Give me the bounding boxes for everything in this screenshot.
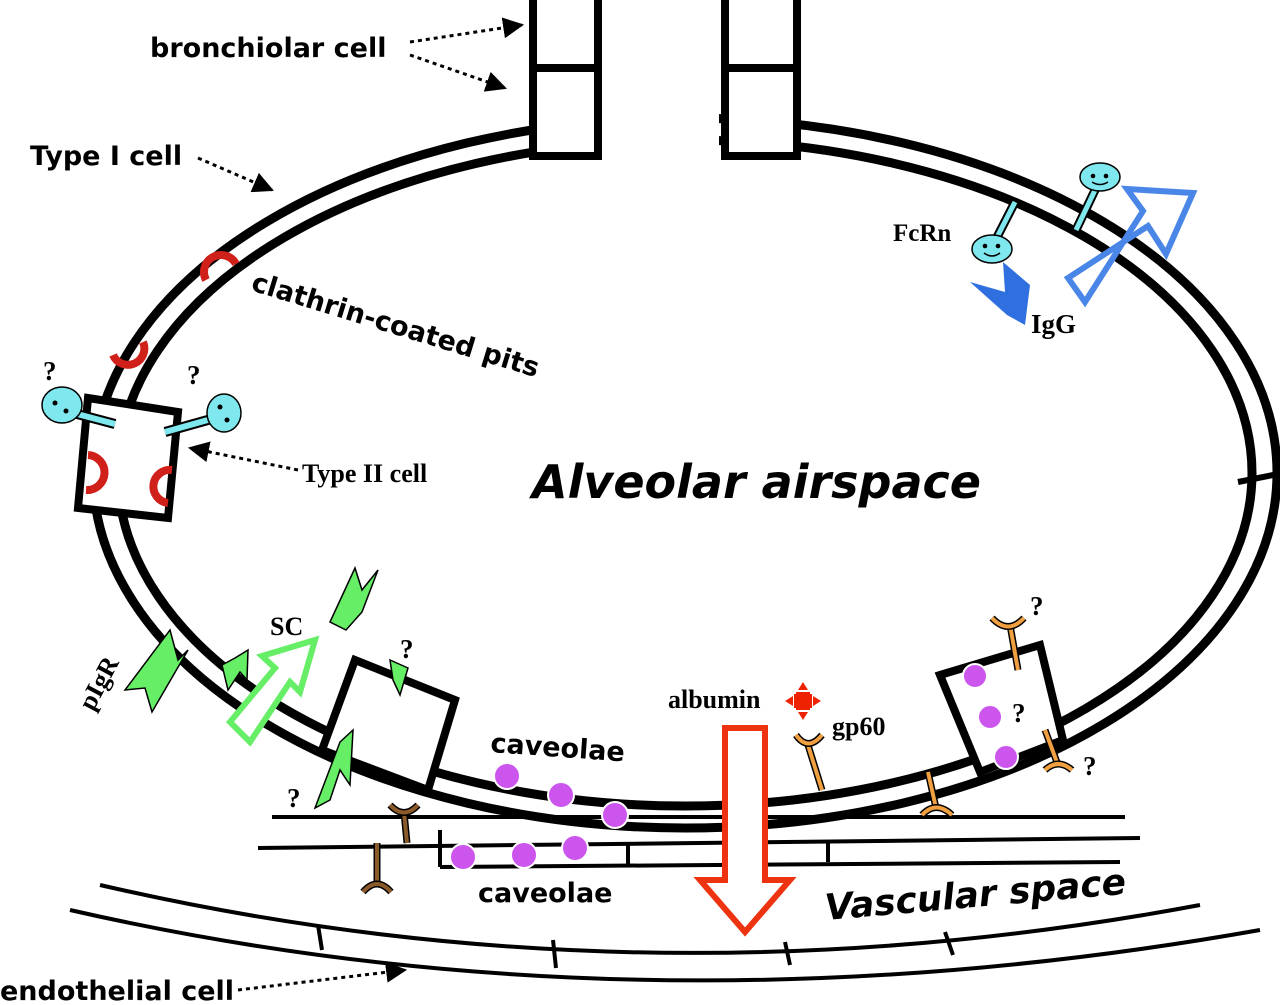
clathrin-pit-4 — [149, 465, 173, 507]
pigr-receptor-2 — [221, 648, 249, 692]
endothelium-mid — [439, 860, 1121, 869]
gp60-receptor-3 — [1041, 728, 1075, 773]
arrow-type-ii — [187, 441, 299, 472]
arrow-endothelial — [237, 961, 408, 992]
capillary-junctions — [316, 830, 955, 969]
question-mark-2: ? — [187, 360, 201, 390]
pigr-receptor-1 — [123, 628, 189, 714]
sc-fragment — [329, 565, 379, 631]
caveolae-vesicles — [449, 663, 1019, 871]
label-gp60: gp60 — [832, 712, 885, 741]
receptor-left — [41, 386, 117, 429]
arrow-type-i — [197, 156, 274, 193]
label-alveolar-airspace: Alveolar airspace — [529, 455, 981, 509]
question-marks: ? ? ? ? ? ? ? — [43, 356, 1097, 813]
bronchiolar-cells-right — [721, 0, 801, 160]
label-igg: IgG — [1031, 309, 1076, 339]
label-type-i-cell: Type I cell — [30, 141, 182, 172]
fcrn-receptor-2 — [1071, 162, 1121, 232]
question-mark-1: ? — [43, 356, 57, 386]
clathrin-pit-1 — [200, 251, 240, 282]
label-clathrin-coated-pits: clathrin-coated pits — [248, 267, 543, 384]
fcrn-receptor-1 — [971, 199, 1020, 264]
label-type-ii-cell: Type II cell — [302, 459, 427, 488]
label-bronchiolar-cell: bronchiolar cell — [150, 33, 386, 64]
leader-arrows — [187, 17, 525, 992]
gp60-receptors — [793, 615, 1075, 818]
label-pigr: pIgR — [73, 651, 125, 715]
sc-transport-arrow — [225, 635, 320, 747]
label-vascular-space: Vascular space — [823, 862, 1127, 929]
label-endothelial-cell: endothelial cell — [0, 976, 234, 1005]
brown-receptor-1 — [387, 802, 421, 844]
question-mark-6: ? — [1012, 698, 1026, 728]
gp60-receptor-2 — [989, 615, 1027, 671]
brown-receptors — [360, 802, 421, 895]
type-ii-cell-bottom — [316, 654, 460, 796]
gp60-receptor-4 — [919, 771, 955, 818]
pigr-receptor-3 — [313, 728, 354, 810]
label-fcrn: FcRn — [893, 220, 951, 247]
endothelium-upper-2 — [257, 836, 1141, 850]
wall-cell-junction — [1237, 472, 1274, 485]
albumin-molecule — [785, 682, 821, 720]
question-mark-5: ? — [1030, 591, 1044, 621]
clathrin-coated-pits — [85, 251, 240, 507]
arrow-bronchiolar-2 — [409, 53, 507, 92]
pigr-receptor-4 — [389, 658, 409, 698]
label-sc: SC — [270, 612, 303, 641]
endothelium-lower-1 — [99, 883, 1201, 955]
question-mark-3: ? — [400, 634, 414, 664]
question-mark-4: ? — [287, 783, 301, 813]
clathrin-pit-3 — [85, 451, 109, 494]
pigr-receptors — [123, 565, 409, 810]
receptor-right — [163, 393, 242, 437]
endothelium-lower-2 — [69, 908, 1261, 983]
brown-receptor-2 — [360, 843, 394, 895]
bronchiolar-cells-left — [529, 0, 602, 160]
capillary-walls — [69, 815, 1261, 983]
label-albumin: albumin — [668, 685, 761, 714]
albumin-transport-arrow — [693, 725, 797, 937]
gp60-receptor-1 — [793, 732, 826, 792]
label-caveolae-lower: caveolae — [478, 878, 612, 909]
question-mark-7: ? — [1083, 751, 1097, 781]
arrow-bronchiolar-1 — [409, 17, 525, 44]
igg-molecule — [970, 262, 1030, 325]
igg-transport-arrow — [1063, 185, 1198, 308]
clathrin-pit-2 — [109, 340, 149, 369]
